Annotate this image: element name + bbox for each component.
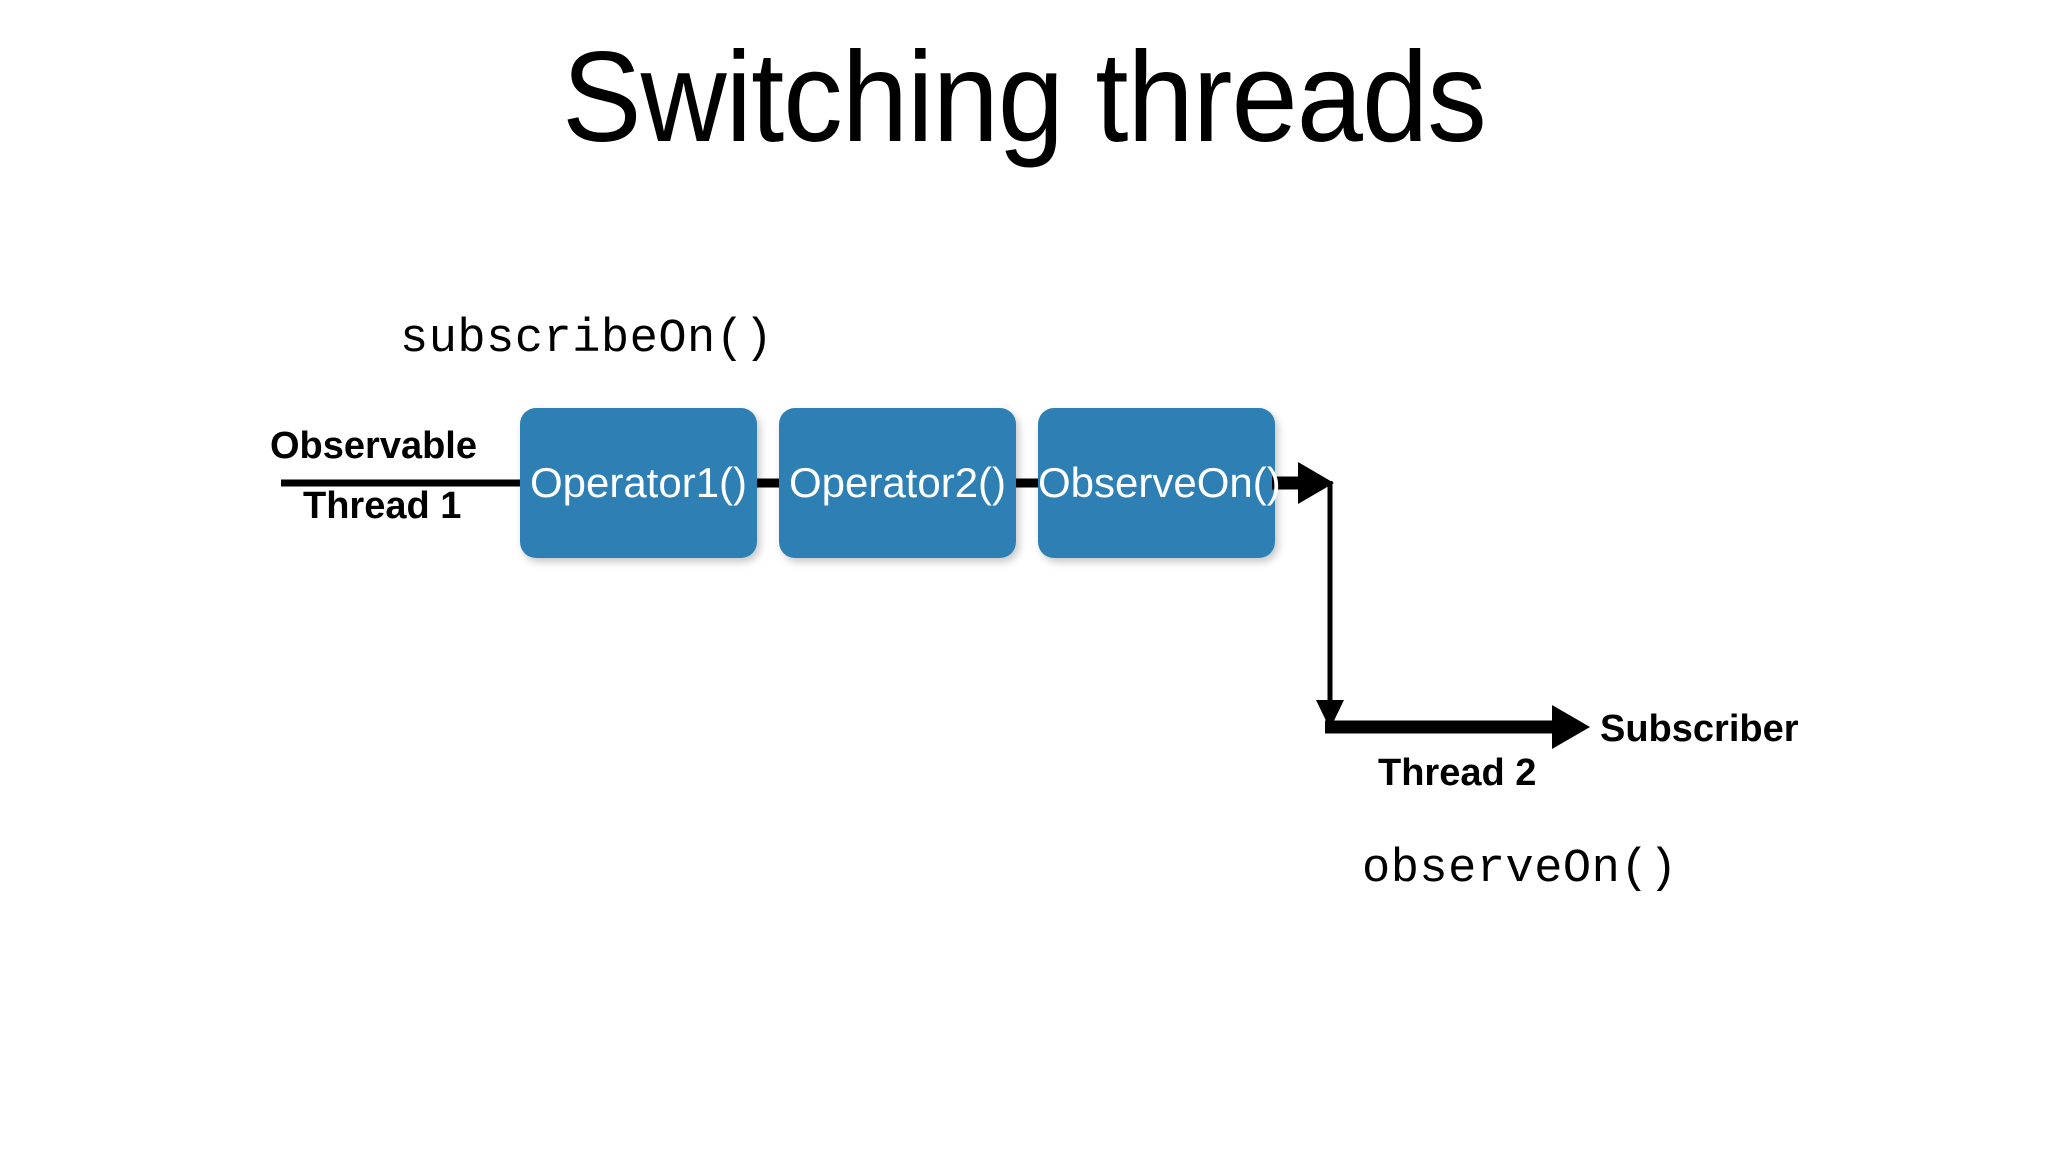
arrow-down-icon: [1316, 700, 1344, 729]
pipeline-node-box-2[interactable]: [1038, 408, 1275, 558]
observable-label: Observable: [270, 425, 477, 467]
pipeline-node-box-0[interactable]: [520, 408, 757, 558]
arrow-right-icon-top: [1298, 462, 1334, 504]
pipeline-node-label-observeon: ObserveOn(): [1038, 459, 1281, 506]
arrow-right-icon-bottom: [1552, 705, 1590, 749]
thread1-label: Thread 1: [303, 485, 462, 527]
subscribe-on-annotation: subscribeOn(): [400, 313, 774, 366]
pipeline-node-label-operator1: Operator1(): [529, 459, 748, 506]
observe-on-annotation: observeOn(): [1362, 843, 1678, 896]
pipeline-node-label-operator2: Operator2(): [788, 459, 1007, 506]
thread2-label: Thread 2: [1378, 752, 1537, 794]
page-title: Switching threads: [562, 26, 1487, 169]
subscriber-label: Subscriber: [1600, 708, 1799, 750]
pipeline-node-box-1[interactable]: [779, 408, 1016, 558]
